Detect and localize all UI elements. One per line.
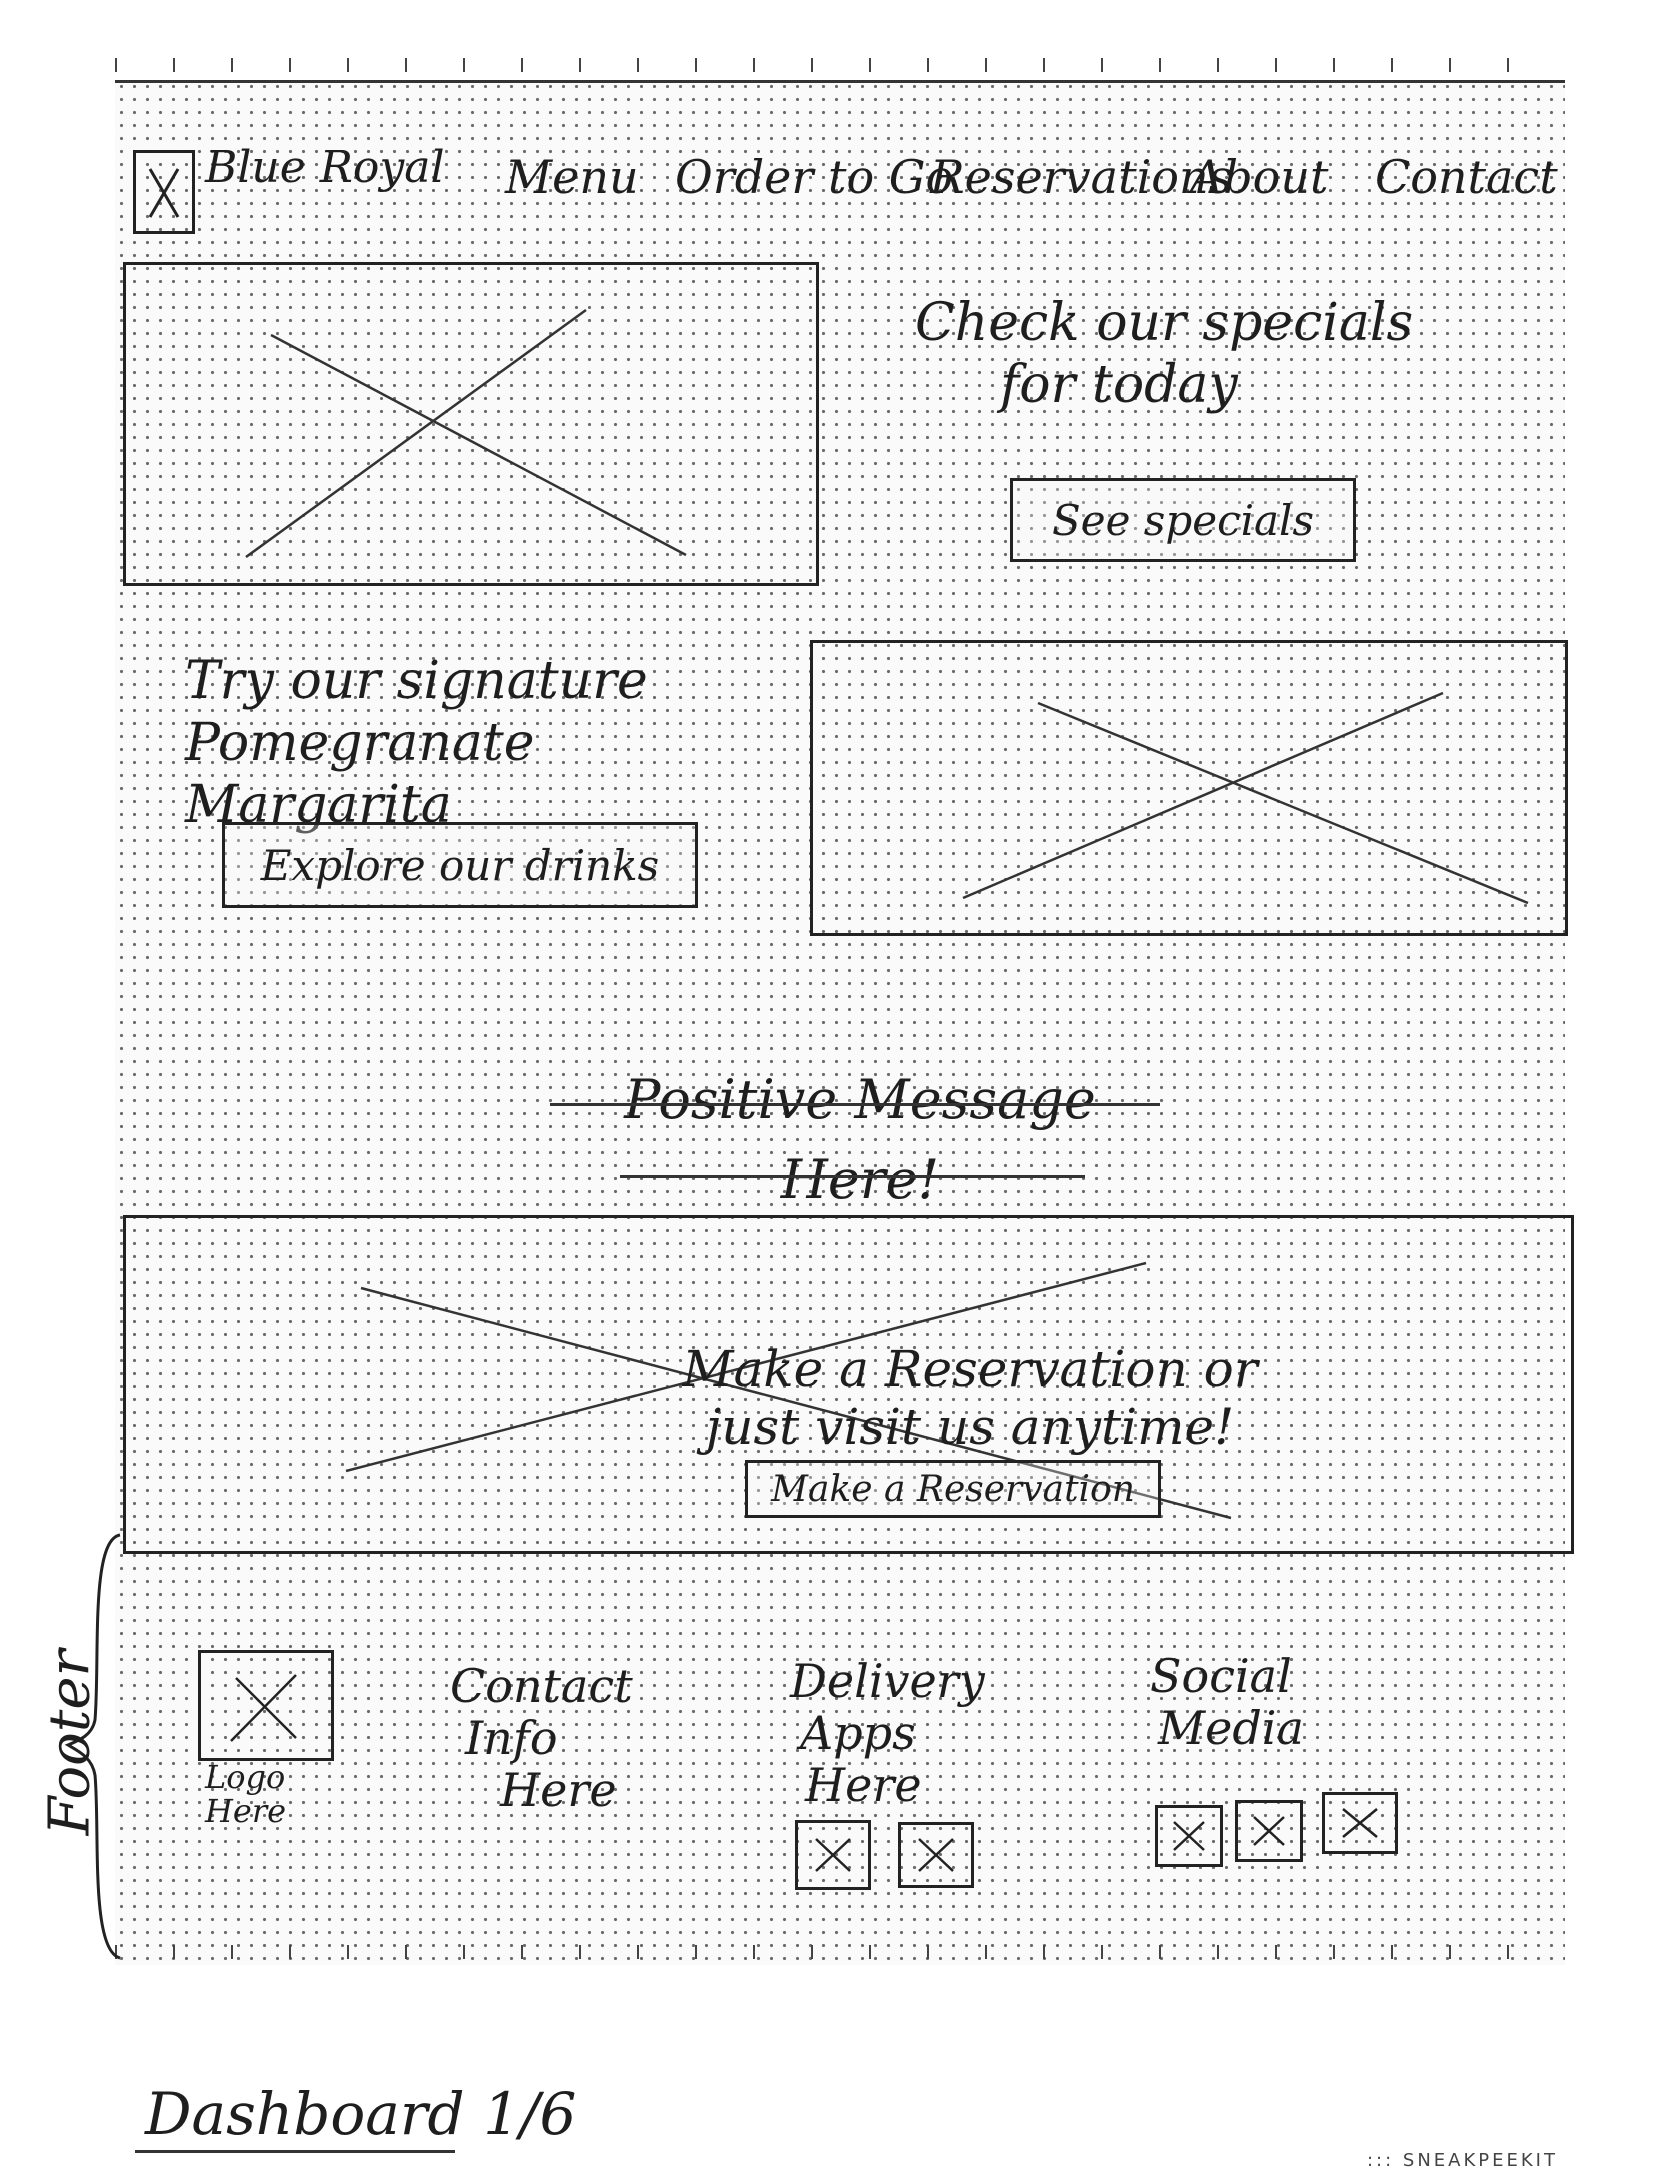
contact-line-2: Info	[465, 1711, 558, 1765]
logo-caption-line-1: Logo	[205, 1758, 286, 1796]
footer-logo-caption: Logo Here	[205, 1760, 286, 1828]
nav-item-contact[interactable]: Contact	[1375, 150, 1558, 204]
social-line-2: Media	[1158, 1701, 1304, 1755]
nav-item-order-to-go[interactable]: Order to Go	[675, 150, 954, 204]
footer-brace	[64, 1533, 121, 1960]
nav-item-reservations[interactable]: Reservations	[930, 150, 1233, 204]
delivery-line-1: Delivery	[790, 1654, 985, 1708]
reservation-banner-image	[123, 1215, 1574, 1554]
top-ticks	[115, 58, 1565, 72]
reservation-line-1: Make a Reservation or	[682, 1340, 1258, 1398]
footer-label: Footer	[37, 1649, 103, 1836]
delivery-app-icon-1[interactable]	[795, 1820, 871, 1890]
positive-message: Positive Message Here!	[550, 1060, 1170, 1220]
footer-contact-info: Contact Info Here	[450, 1660, 633, 1816]
reservation-message: Make a Reservation or just visit us anyt…	[580, 1340, 1360, 1456]
nav-item-about[interactable]: About	[1190, 150, 1329, 204]
specials-line-2: for today	[1000, 355, 1238, 415]
social-line-1: Social	[1150, 1649, 1292, 1703]
positive-line-2: Here!	[780, 1148, 940, 1211]
logo-caption-line-2: Here	[205, 1792, 287, 1830]
delivery-line-2: Apps	[800, 1706, 916, 1760]
footer-social-media: Social Media	[1150, 1650, 1304, 1754]
social-icon-1[interactable]	[1155, 1805, 1223, 1867]
reservation-line-2: just visit us anytime!	[705, 1398, 1235, 1456]
social-icon-3[interactable]	[1322, 1792, 1398, 1854]
signature-heading: Try our signature Pomegranate Margarita	[185, 650, 805, 836]
signature-line-2: Pomegranate Margarita	[185, 713, 535, 835]
social-icon-2[interactable]	[1235, 1800, 1303, 1862]
see-specials-button[interactable]: See specials	[1010, 478, 1356, 562]
page-label-underline	[135, 2150, 455, 2153]
positive-underline-1	[550, 1103, 1160, 1106]
drink-image-placeholder	[810, 640, 1568, 936]
x-placeholder-icon[interactable]	[133, 150, 195, 234]
specials-image-placeholder	[123, 262, 819, 586]
brand-name[interactable]: Blue Royal	[205, 142, 445, 193]
explore-drinks-button[interactable]: Explore our drinks	[222, 822, 698, 908]
signature-line-1: Try our signature	[185, 651, 648, 711]
contact-line-1: Contact	[450, 1659, 633, 1713]
top-navigation: Blue Royal Menu Order to Go Reservations…	[125, 130, 1565, 240]
top-rule	[115, 80, 1565, 83]
contact-line-3: Here	[500, 1763, 617, 1817]
page-label: Dashboard 1/6	[145, 2080, 577, 2148]
specials-heading: Check our specials for today	[915, 292, 1475, 416]
specials-line-1: Check our specials	[915, 293, 1414, 353]
delivery-app-icon-2[interactable]	[898, 1822, 974, 1888]
dot-grid-sheet	[115, 80, 1565, 1965]
footer-delivery-apps: Delivery Apps Here	[790, 1655, 985, 1811]
sneakpeekit-mark: ::: SNEAKPEEKIT	[1366, 2150, 1558, 2171]
bottom-ticks	[115, 1945, 1565, 1959]
make-reservation-button[interactable]: Make a Reservation	[745, 1460, 1161, 1518]
nav-item-menu[interactable]: Menu	[505, 150, 639, 204]
footer-logo-placeholder[interactable]	[198, 1650, 334, 1761]
positive-line-1: Positive Message	[624, 1068, 1096, 1131]
positive-underline-2	[620, 1175, 1085, 1178]
delivery-line-3: Here	[805, 1758, 922, 1812]
